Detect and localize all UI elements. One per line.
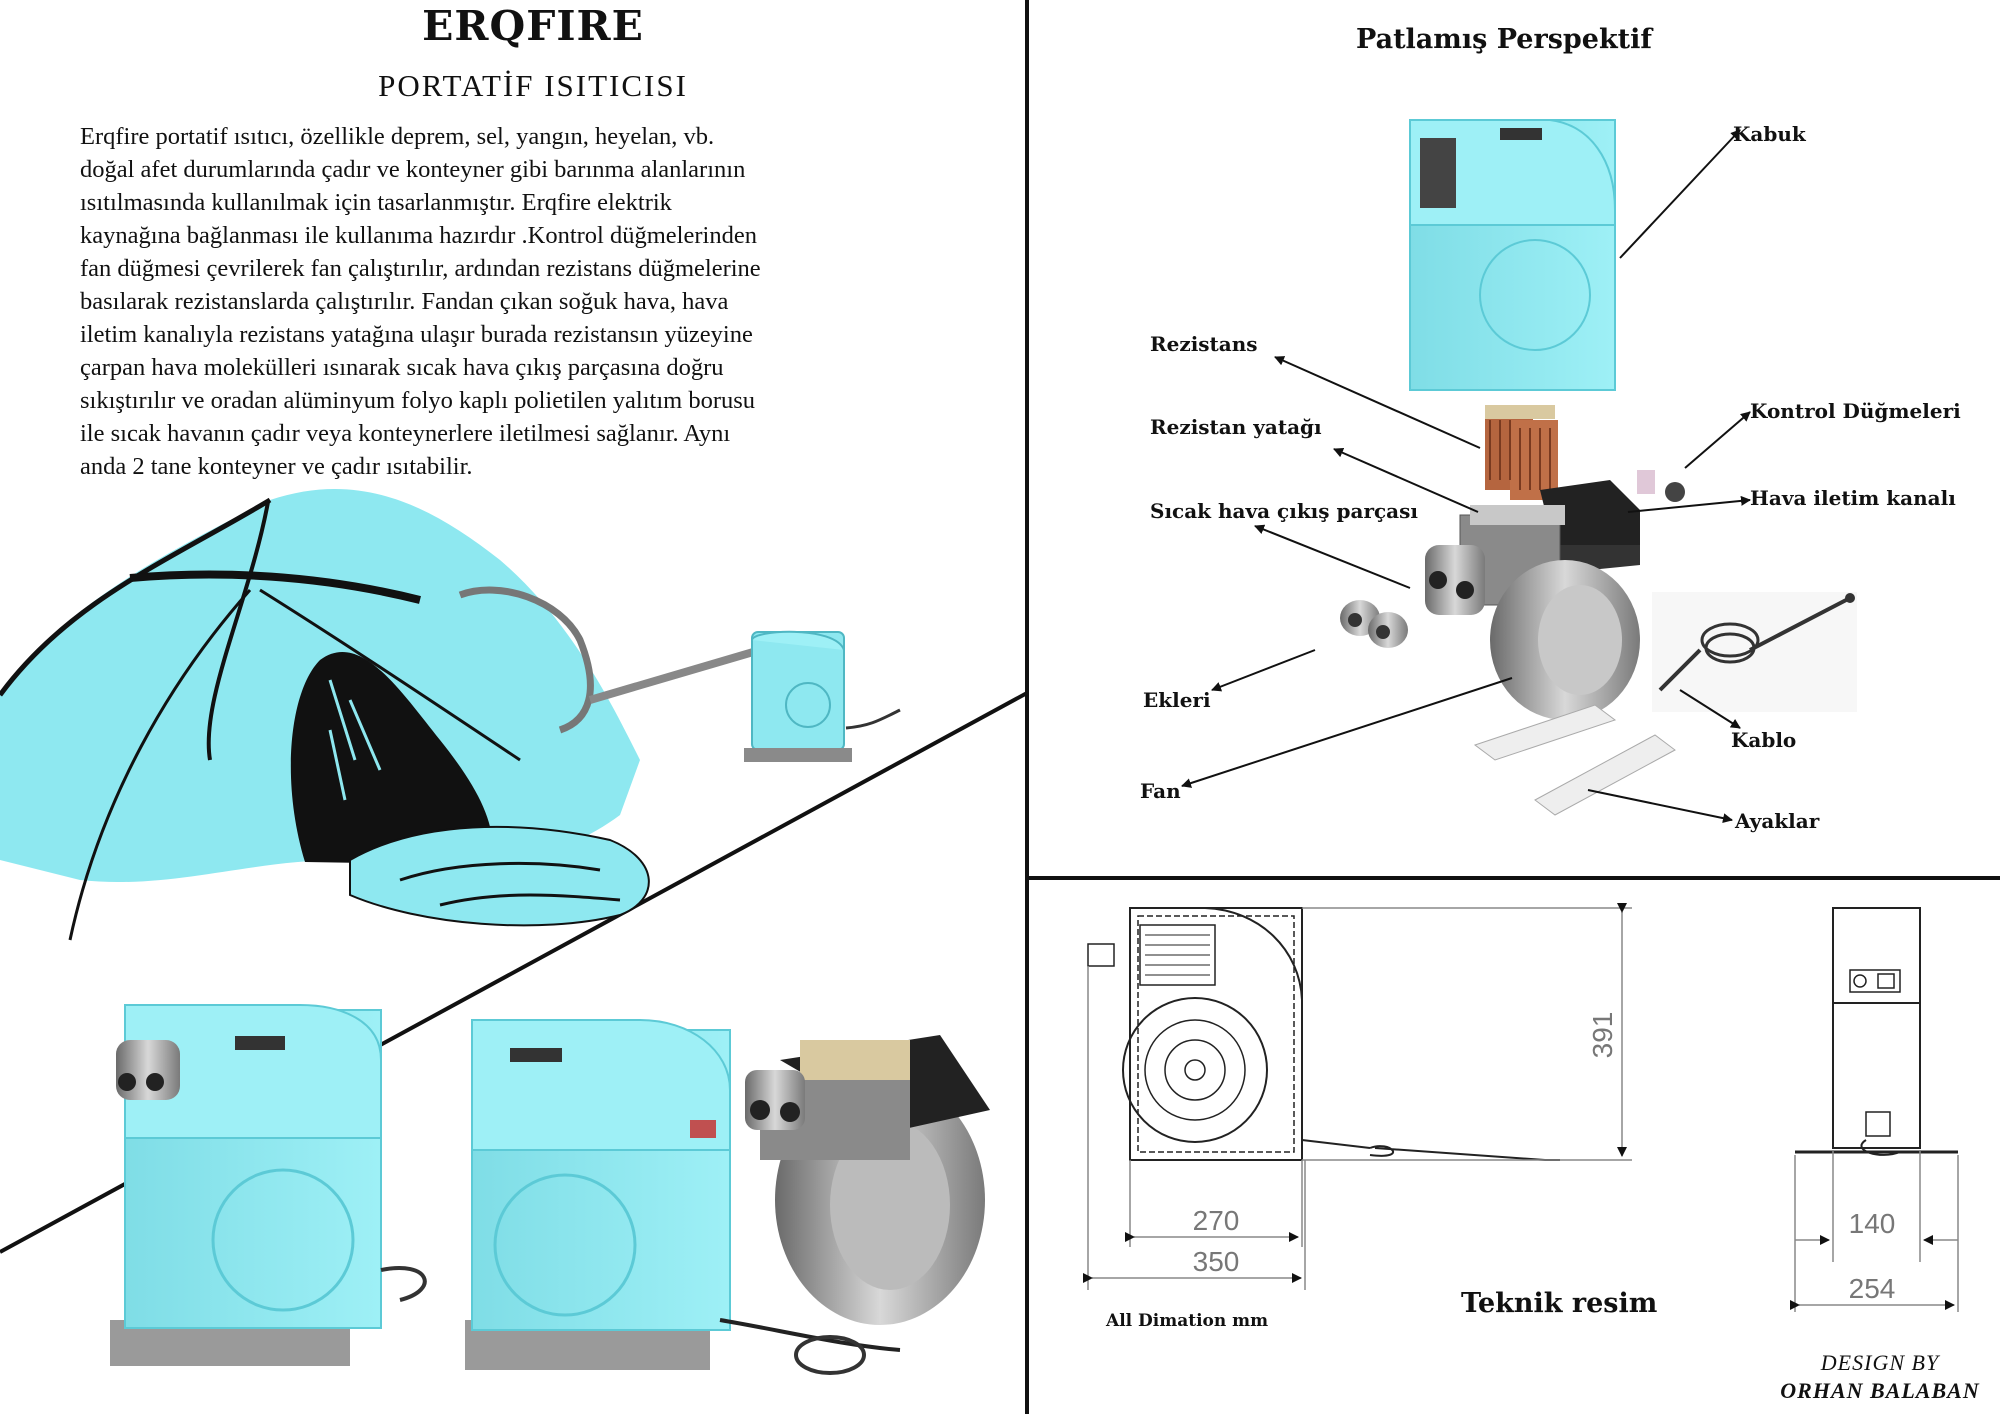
technical-drawing-side-dims bbox=[1790, 1150, 1959, 1312]
dim-side-outer: 254 bbox=[1849, 1273, 1896, 1304]
technical-heading: Teknik resim bbox=[1461, 1288, 1658, 1319]
heater-render-front bbox=[110, 1004, 427, 1366]
label-kontrol-dugmeleri: Kontrol Düğmeleri bbox=[1750, 399, 1961, 423]
exploded-shell bbox=[1409, 119, 1616, 391]
exploded-leader-arrows bbox=[1181, 129, 1751, 824]
dim-side-inner: 140 bbox=[1849, 1208, 1896, 1239]
exploded-cable bbox=[1652, 592, 1857, 712]
description-line: kaynağına bağlanması ile kullanıma hazır… bbox=[80, 222, 757, 249]
description-line: çarpan hava molekülleri ısınarak sıcak h… bbox=[80, 354, 724, 381]
description-line: ısıtılmasında kullanılmak için tasarlanm… bbox=[80, 189, 672, 216]
exploded-connectors bbox=[1340, 600, 1408, 648]
credit-line-2: ORHAN BALABAN bbox=[1780, 1378, 1980, 1403]
label-kabuk: Kabuk bbox=[1733, 122, 1806, 146]
description-line: ile sıcak havanın çadır veya konteynerle… bbox=[80, 420, 731, 447]
description-line: sıkıştırılır ve oradan alüminyum folyo k… bbox=[80, 387, 756, 414]
description-line: doğal afet durumlarında çadır ve konteyn… bbox=[80, 156, 746, 183]
description-line: Erqfire portatif ısıtıcı, özellikle depr… bbox=[80, 123, 715, 150]
dim-height: 391 bbox=[1587, 1012, 1618, 1059]
description-line: basılarak rezistanslarda çalıştırılır. F… bbox=[80, 288, 729, 315]
label-fan: Fan bbox=[1140, 779, 1181, 803]
technical-drawing-side bbox=[1795, 907, 1958, 1156]
exploded-controls bbox=[1637, 470, 1685, 502]
description-line: anda 2 tane konteyner ve çadır ısıtabili… bbox=[80, 453, 473, 480]
heater-render-side bbox=[465, 1019, 901, 1375]
product-title: ERQFIRE bbox=[422, 2, 644, 50]
label-kablo: Kablo bbox=[1731, 728, 1797, 752]
label-rezistans: Rezistans bbox=[1150, 332, 1258, 356]
exploded-duct-fan bbox=[1425, 480, 1640, 720]
description-line: fan düğmesi çevrilerek fan çalıştırılır,… bbox=[80, 255, 761, 282]
technical-drawing-front-dims bbox=[1083, 903, 1632, 1290]
description-line: iletim kanalıyla rezistans yatağına ulaş… bbox=[80, 321, 753, 348]
exploded-resistors bbox=[1485, 405, 1558, 500]
dim-inner-width: 270 bbox=[1193, 1205, 1240, 1236]
label-sicak-hava-cikis: Sıcak hava çıkış parçası bbox=[1150, 499, 1418, 523]
units-note: All Dimation mm bbox=[1106, 1311, 1269, 1331]
dim-outer-width: 350 bbox=[1193, 1246, 1240, 1277]
label-ayaklar: Ayaklar bbox=[1735, 809, 1820, 833]
exploded-feet bbox=[1473, 704, 1676, 816]
tent-illustration bbox=[0, 488, 901, 941]
fan-assembly-render bbox=[745, 1035, 990, 1325]
product-subtitle: PORTATİF ISITICISI bbox=[378, 68, 688, 103]
technical-drawing-front bbox=[1087, 907, 1560, 1161]
label-rezistan-yatagi: Rezistan yatağı bbox=[1150, 415, 1322, 439]
label-hava-iletim-kanali: Hava iletim kanalı bbox=[1750, 486, 1956, 510]
description-paragraph: Erqfire portatif ısıtıcı, özellikle depr… bbox=[80, 120, 980, 483]
label-ekleri: Ekleri bbox=[1143, 688, 1211, 712]
exploded-heading: Patlamış Perspektif bbox=[1356, 24, 1653, 55]
credit-line-1: DESIGN BY bbox=[1820, 1350, 1940, 1375]
